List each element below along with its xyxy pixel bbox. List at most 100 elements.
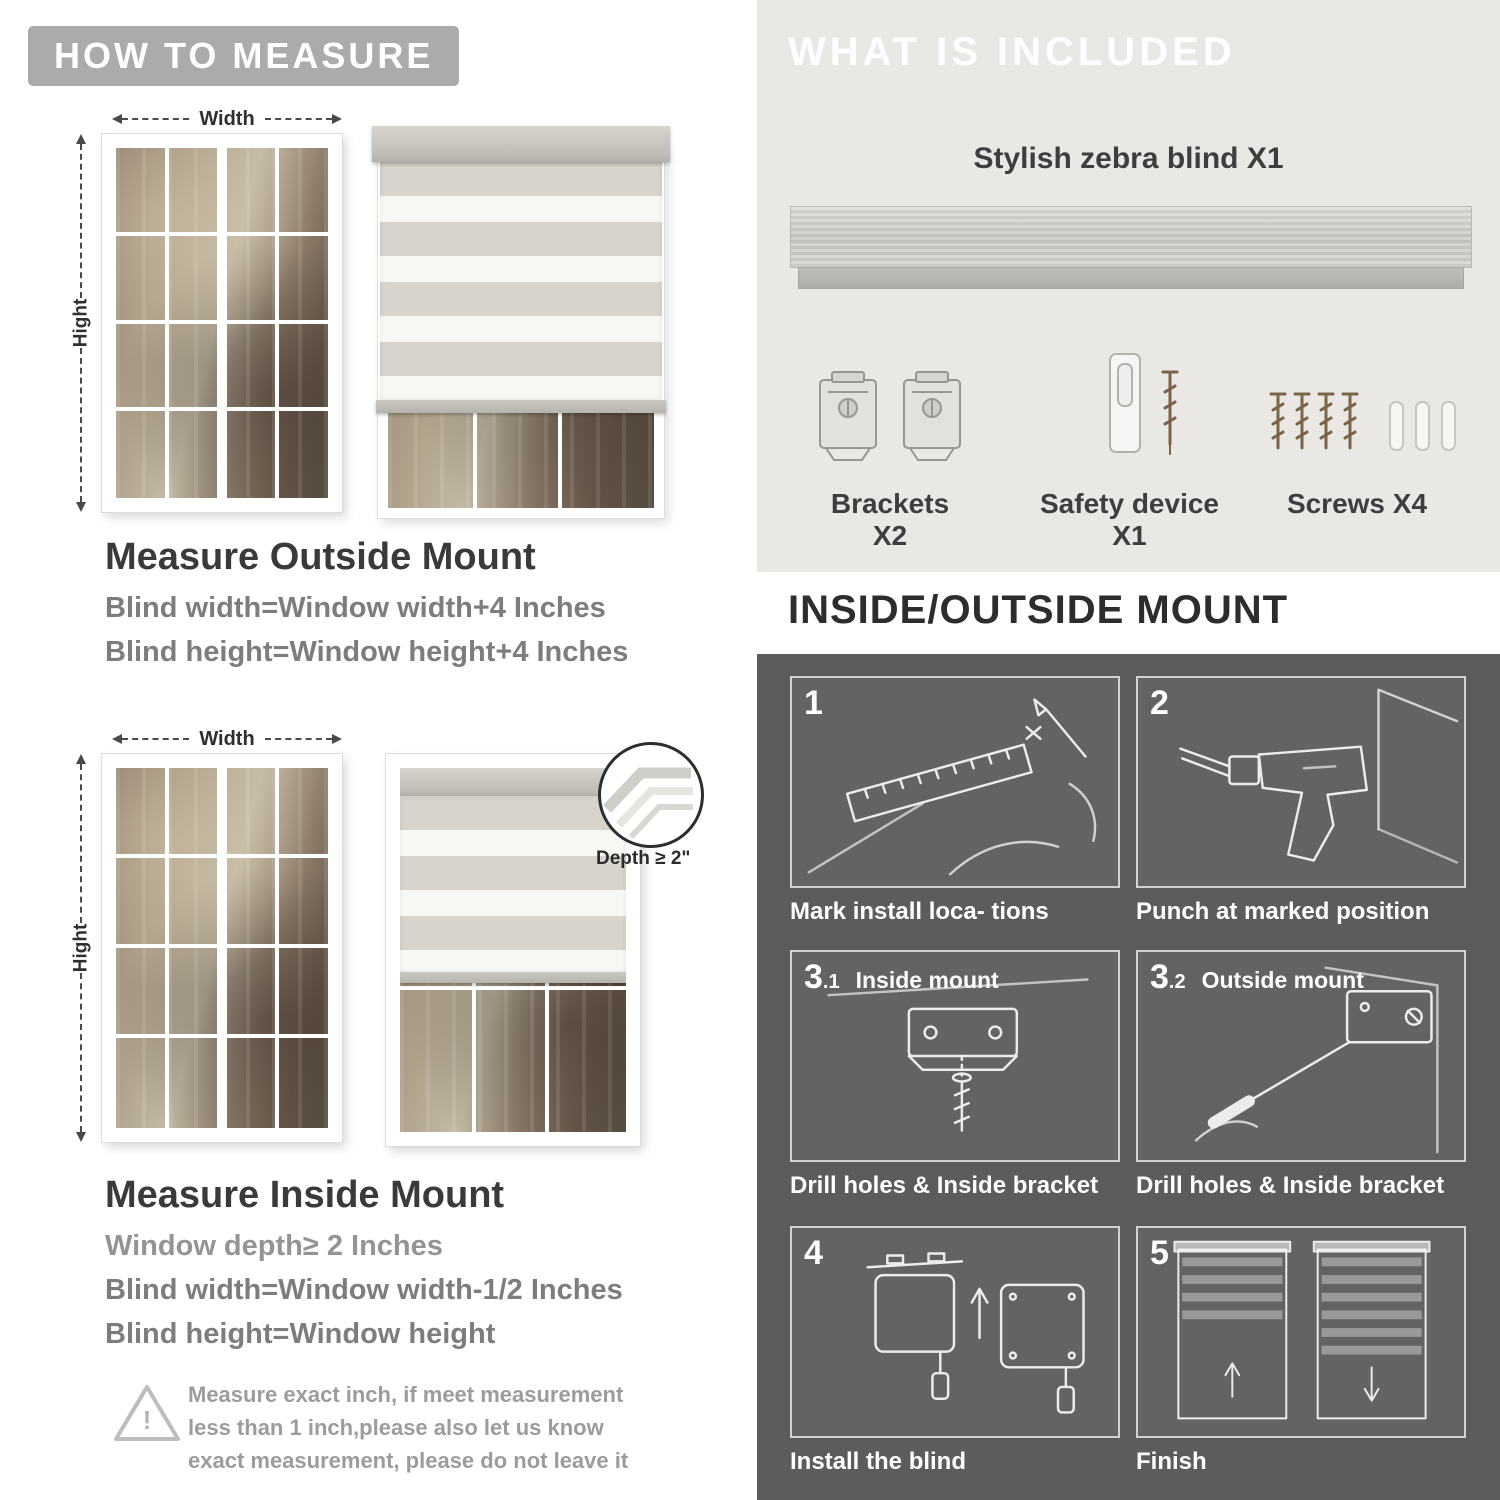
step-num-main: 3 (804, 958, 823, 996)
arrow-down-icon (76, 1132, 86, 1142)
dashed-line (80, 348, 82, 502)
window-illustration-inside (102, 754, 342, 1142)
arrow-right-icon (332, 114, 343, 124)
step-number: 4 (804, 1234, 823, 1273)
brackets-icon (819, 371, 961, 461)
arrow-down-icon (76, 502, 86, 512)
dashed-line (264, 118, 333, 120)
blind-cassette (400, 768, 626, 796)
headrail-lip (798, 267, 1464, 289)
dashed-line (80, 144, 82, 298)
step-caption-2: Punch at marked position (1136, 898, 1430, 925)
window-glass (116, 768, 328, 1128)
zebra-blind-stripes (380, 162, 662, 400)
how-to-measure-header: HOW TO MEASURE (28, 26, 460, 86)
inside-mount-line-3: Blind height=Window height (105, 1318, 496, 1350)
height-label: Hight (70, 298, 92, 348)
step-caption-3-2: Drill holes & Inside bracket (1136, 1172, 1445, 1199)
window-muntin (116, 1034, 328, 1039)
step-box-1: 1 (790, 676, 1120, 888)
blind-bottom-rail (376, 400, 666, 413)
step-number: 3 .2 Outside mount (1150, 958, 1364, 997)
zebra-blind-outside-illustration (372, 126, 670, 518)
depth-callout-circle (598, 742, 704, 848)
zebra-blind-stripes (400, 796, 626, 972)
dashed-line (264, 738, 333, 740)
step-number: 1 (804, 684, 823, 723)
screws-icon (1269, 392, 1456, 451)
outside-mount-line-2: Blind height=Window height+4 Inches (105, 636, 629, 668)
zebra-blind-inside-illustration (386, 754, 640, 1146)
step-tag: Inside mount (855, 967, 999, 993)
finish-blinds-art (1173, 1240, 1431, 1420)
width-label: Width (199, 107, 255, 130)
window-muntin (116, 319, 328, 324)
step-box-4: 4 (790, 1226, 1120, 1438)
step-caption-4: Install the blind (790, 1448, 967, 1475)
window-muntin (116, 854, 328, 859)
outside-bracket-art (1194, 966, 1439, 1154)
width-label: Width (199, 727, 255, 750)
blind-cassette (372, 126, 670, 162)
dashed-line (80, 973, 82, 1132)
what-is-included-header: WHAT IS INCLUDED (788, 30, 1236, 74)
safety-device-icon (1109, 353, 1179, 455)
step-num-main: 2 (1150, 684, 1169, 722)
safety-device-label: Safety device X1 (1040, 488, 1219, 551)
dashed-line (122, 118, 190, 120)
window-muntin (400, 986, 626, 991)
step-num-main: 3 (1150, 958, 1169, 996)
step-box-2: 2 (1136, 676, 1466, 888)
inside-mount-line-1: Window depth≥ 2 Inches (105, 1230, 443, 1262)
height-arrow-inside: Hight (70, 754, 92, 1142)
width-arrow-outside: Width (112, 107, 343, 130)
inside-outside-mount-header: INSIDE/OUTSIDE MOUNT (788, 588, 1289, 632)
mark-locations-art (807, 698, 1097, 876)
step-caption-5: Finish (1136, 1448, 1207, 1475)
arrow-left-icon (112, 734, 122, 744)
exclamation-mark: ! (142, 1404, 152, 1435)
step-caption-3-1: Drill holes & Inside bracket (790, 1172, 1099, 1199)
outside-mount-title: Measure Outside Mount (105, 536, 536, 578)
step-num-main: 5 (1150, 1234, 1169, 1272)
install-blind-art (866, 1252, 1085, 1414)
window-muntin (116, 944, 328, 949)
step-number: 2 (1150, 684, 1169, 723)
window-corner-detail (603, 767, 693, 840)
step-num-main: 4 (804, 1234, 823, 1272)
outside-mount-line-1: Blind width=Window width+4 Inches (105, 592, 606, 624)
warning-text: Measure exact inch, if meet measurement … (188, 1382, 629, 1473)
inside-mount-title: Measure Inside Mount (105, 1174, 505, 1216)
inside-bracket-art (827, 978, 1089, 1132)
headrail-illustration (790, 206, 1472, 268)
step-caption-1: Mark install loca- tions (790, 898, 1049, 925)
step-box-5: 5 (1136, 1226, 1466, 1438)
blind-bottom-rail (400, 972, 626, 983)
arrow-up-icon (76, 754, 86, 764)
step-number: 3 .1 Inside mount (804, 958, 999, 997)
screws-label: Screws X4 (1286, 488, 1428, 519)
height-arrow-outside: Hight (70, 134, 92, 512)
width-arrow-inside: Width (112, 727, 343, 750)
drill-art (1179, 688, 1459, 864)
step-tag: Outside mount (1201, 967, 1364, 993)
window-muntin (116, 407, 328, 411)
dashed-line (122, 738, 190, 740)
arrow-right-icon (332, 734, 343, 744)
inside-mount-line-2: Blind width=Window width-1/2 Inches (105, 1274, 623, 1306)
step-number: 5 (1150, 1234, 1169, 1273)
height-label: Hight (70, 923, 92, 973)
step-num-sub: .1 (822, 971, 840, 993)
mount-header-strip (757, 572, 1500, 654)
window-glass (116, 148, 328, 498)
product-label: Stylish zebra blind X1 (973, 142, 1284, 175)
dashed-line (80, 764, 82, 923)
step-num-main: 1 (804, 684, 823, 722)
window-muntin (116, 232, 328, 236)
arrow-left-icon (112, 114, 122, 124)
step-box-3-2: 3 .2 Outside mount (1136, 950, 1466, 1162)
brackets-label: Brackets X2 (830, 488, 950, 551)
step-num-sub: .2 (1168, 971, 1186, 993)
arrow-up-icon (76, 134, 86, 144)
